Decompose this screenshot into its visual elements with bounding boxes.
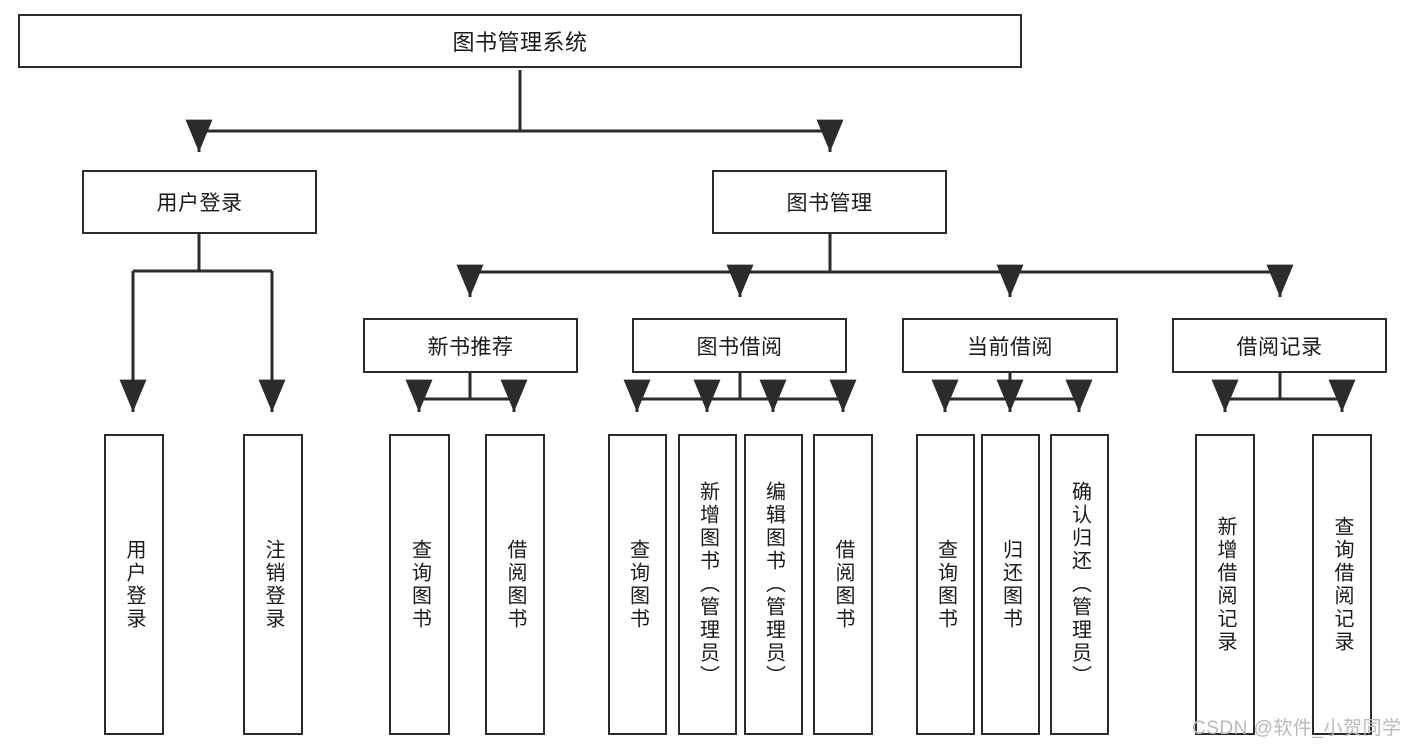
node-leaf-new-book-query[interactable]: 查询图书 <box>389 434 450 735</box>
node-leaf-book-borrow-add[interactable]: 新增图书（管理员） <box>678 434 737 735</box>
node-leaf-borrow-record-query-label: 查询借阅记录 <box>1331 515 1353 654</box>
node-leaf-user-login-logout-label: 注销登录 <box>262 538 284 631</box>
node-root-system[interactable]: 图书管理系统 <box>18 14 1022 68</box>
node-leaf-borrow-record-query[interactable]: 查询借阅记录 <box>1312 434 1372 735</box>
node-leaf-book-borrow-edit[interactable]: 编辑图书（管理员） <box>744 434 803 735</box>
node-leaf-new-book-borrow[interactable]: 借阅图书 <box>485 434 545 735</box>
node-leaf-book-borrow-edit-label: 编辑图书（管理员） <box>762 481 785 688</box>
node-leaf-current-borrow-query[interactable]: 查询图书 <box>916 434 975 735</box>
node-user-login[interactable]: 用户登录 <box>82 170 317 234</box>
node-leaf-current-borrow-confirm-label: 确认归还（管理员） <box>1068 481 1091 688</box>
node-book-borrow[interactable]: 图书借阅 <box>632 318 847 373</box>
node-leaf-new-book-borrow-label: 借阅图书 <box>504 538 526 631</box>
node-current-borrow-label: 当前借阅 <box>967 335 1053 359</box>
node-leaf-user-login-login-label: 用户登录 <box>123 538 145 631</box>
node-new-book-recommend-label: 新书推荐 <box>427 335 514 359</box>
node-leaf-borrow-record-add-label: 新增借阅记录 <box>1214 515 1236 654</box>
node-leaf-book-borrow-borrow-label: 借阅图书 <box>832 538 854 631</box>
node-leaf-user-login-logout[interactable]: 注销登录 <box>243 434 303 735</box>
node-book-management-label: 图书管理 <box>786 192 873 215</box>
node-borrow-record[interactable]: 借阅记录 <box>1172 318 1387 373</box>
node-new-book-recommend[interactable]: 新书推荐 <box>363 318 578 373</box>
node-leaf-current-borrow-query-label: 查询图书 <box>934 538 957 631</box>
node-borrow-record-label: 借阅记录 <box>1236 335 1323 359</box>
node-leaf-book-borrow-borrow[interactable]: 借阅图书 <box>813 434 873 735</box>
node-current-borrow[interactable]: 当前借阅 <box>902 318 1118 373</box>
node-leaf-current-borrow-confirm[interactable]: 确认归还（管理员） <box>1050 434 1109 735</box>
node-leaf-book-borrow-query-label: 查询图书 <box>626 538 649 631</box>
node-book-management[interactable]: 图书管理 <box>712 170 947 234</box>
node-book-borrow-label: 图书借阅 <box>696 335 783 359</box>
node-user-login-label: 用户登录 <box>156 192 243 215</box>
node-leaf-current-borrow-return[interactable]: 归还图书 <box>981 434 1040 735</box>
csdn-watermark: CSDN @软件_小贺同学 <box>1192 718 1402 739</box>
node-leaf-current-borrow-return-label: 归还图书 <box>999 538 1022 631</box>
node-leaf-book-borrow-add-label: 新增图书（管理员） <box>696 481 719 688</box>
node-leaf-user-login-login[interactable]: 用户登录 <box>104 434 164 735</box>
node-leaf-book-borrow-query[interactable]: 查询图书 <box>608 434 667 735</box>
node-leaf-borrow-record-add[interactable]: 新增借阅记录 <box>1195 434 1255 735</box>
node-leaf-new-book-query-label: 查询图书 <box>408 538 431 631</box>
node-root-system-label: 图书管理系统 <box>452 30 588 55</box>
